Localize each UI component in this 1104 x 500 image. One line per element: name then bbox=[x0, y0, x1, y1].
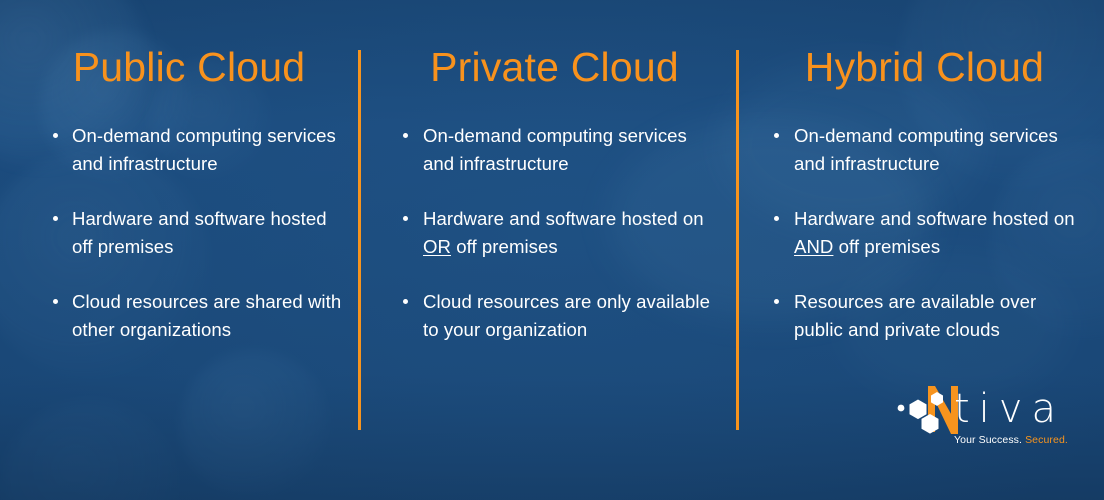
tagline-secondary-text: Secured. bbox=[1025, 434, 1068, 446]
list-item: Hardware and software hosted on AND off … bbox=[767, 205, 1090, 260]
column-title-private-cloud: Private Cloud bbox=[430, 44, 679, 90]
list-item: On-demand computing services and infrast… bbox=[46, 122, 342, 177]
bullet-text: On-demand computing services and infrast… bbox=[794, 125, 1058, 174]
ntiva-logo-mark-icon bbox=[897, 386, 958, 434]
bullet-text: Cloud resources are shared with other or… bbox=[72, 291, 342, 340]
bullet-list-public-cloud: On-demand computing services and infrast… bbox=[46, 122, 342, 343]
column-hybrid-cloud: Hybrid Cloud On-demand computing service… bbox=[737, 0, 1104, 500]
bullet-text: On-demand computing services and infrast… bbox=[72, 125, 336, 174]
list-item: Hardware and software hosted on OR off p… bbox=[396, 205, 719, 260]
bullet-text-pre: Hardware and software hosted on bbox=[794, 208, 1075, 229]
bullet-text-post: off premises bbox=[451, 235, 558, 257]
ntiva-wordmark: tiva bbox=[954, 386, 1065, 432]
column-divider-1 bbox=[358, 50, 361, 430]
column-title-public-cloud: Public Cloud bbox=[72, 44, 306, 90]
tagline-primary: Your Success. bbox=[954, 434, 1023, 446]
bullet-text-pre: Hardware and software hosted on bbox=[423, 208, 704, 229]
list-item: Resources are available over public and … bbox=[767, 288, 1090, 343]
bullet-text: Cloud resources are only available to yo… bbox=[423, 291, 710, 340]
bullet-text-emphasis: OR bbox=[423, 235, 451, 257]
ntiva-logo: tiva Your Success. Secured. bbox=[896, 386, 1074, 462]
ntiva-tagline: Your Success. Secured. bbox=[954, 434, 1068, 446]
column-divider-2 bbox=[736, 50, 739, 430]
column-public-cloud: Public Cloud On-demand computing service… bbox=[0, 0, 360, 500]
column-title-hybrid-cloud: Hybrid Cloud bbox=[804, 44, 1045, 90]
list-item: Cloud resources are only available to yo… bbox=[396, 288, 719, 343]
list-item: On-demand computing services and infrast… bbox=[767, 122, 1090, 177]
list-item: On-demand computing services and infrast… bbox=[396, 122, 719, 177]
column-private-cloud: Private Cloud On-demand computing servic… bbox=[360, 0, 737, 500]
list-item: Hardware and software hosted off premise… bbox=[46, 205, 342, 260]
bullet-text: Resources are available over public and … bbox=[794, 291, 1037, 340]
list-item: Cloud resources are shared with other or… bbox=[46, 288, 342, 343]
bullet-list-private-cloud: On-demand computing services and infrast… bbox=[396, 122, 719, 343]
bullet-text: Hardware and software hosted off premise… bbox=[72, 208, 327, 257]
bullet-text-post: off premises bbox=[833, 235, 941, 257]
bullet-text-emphasis: AND bbox=[794, 235, 834, 257]
bullet-list-hybrid-cloud: On-demand computing services and infrast… bbox=[767, 122, 1090, 343]
bullet-text: On-demand computing services and infrast… bbox=[423, 125, 687, 174]
